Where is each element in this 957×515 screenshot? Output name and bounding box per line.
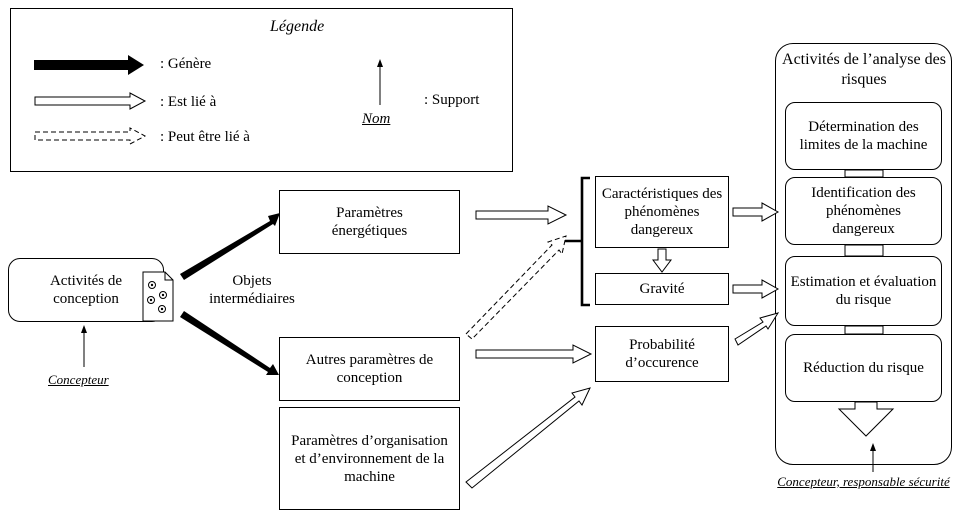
legend-peut-etre-lie-arrow bbox=[34, 127, 147, 145]
concepteur-label: Concepteur bbox=[48, 372, 109, 387]
probabilite-label: Probabilité d’occurence bbox=[625, 337, 699, 371]
genere-arrow-autres bbox=[180, 311, 279, 375]
reduction-label: Réduction du risque bbox=[803, 360, 924, 376]
genere-arrow-energetiques bbox=[180, 213, 280, 280]
caracteristiques-box: Caractéristiques des phénomènes dangereu… bbox=[595, 176, 729, 248]
lie-arrow-estimation-probabilite bbox=[734, 312, 780, 346]
objets-document-icon bbox=[142, 271, 174, 322]
determination-label: Détermination des limites de la machine bbox=[799, 119, 928, 153]
connector-determination-identification bbox=[844, 169, 884, 178]
group-bracket bbox=[565, 176, 590, 307]
legend-genere-label: : Génère bbox=[160, 56, 212, 72]
connector-identification-estimation bbox=[844, 244, 884, 257]
legend-box bbox=[10, 8, 513, 172]
lie-arrow-identification bbox=[732, 202, 780, 222]
peut-lie-arrow-autres bbox=[465, 235, 567, 340]
legend-genere-arrow bbox=[34, 55, 144, 75]
reduction-down-arrow bbox=[837, 401, 895, 437]
connector-estimation-reduction bbox=[844, 325, 884, 335]
reduction-box: Réduction du risque bbox=[785, 334, 942, 402]
caracteristiques-label: Caractéristiques des phénomènes dangereu… bbox=[601, 186, 723, 238]
activites-conception-label: Activités de conception bbox=[49, 273, 123, 307]
legend-peut-etre-lie-label: : Peut être lié à bbox=[160, 129, 250, 145]
lie-arrow-organisation bbox=[465, 387, 591, 489]
lie-arrow-gravite bbox=[652, 248, 672, 273]
legend-nom-label: Nom bbox=[362, 111, 391, 127]
estimation-box: Estimation et évaluation du risque bbox=[785, 256, 942, 326]
probabilite-box: Probabilité d’occurence bbox=[595, 326, 729, 382]
lie-arrow-energetiques bbox=[475, 205, 568, 225]
legend-est-lie-arrow bbox=[34, 92, 147, 110]
objets-intermediaires-label: Objets intermédiaires bbox=[209, 273, 295, 307]
identification-label: Identification des phénomènes dangereux bbox=[811, 185, 916, 237]
activites-conception-box: Activités de conception bbox=[8, 258, 164, 322]
autres-parametres-box: Autres paramètres de conception bbox=[279, 337, 460, 401]
gravite-label: Gravité bbox=[639, 281, 685, 297]
analyse-risques-title: Activités de l’analyse des risques bbox=[782, 51, 946, 88]
parametres-energetiques-box: Paramètres énergétiques bbox=[279, 190, 460, 254]
gravite-box: Gravité bbox=[595, 273, 729, 305]
identification-box: Identification des phénomènes dangereux bbox=[785, 177, 942, 245]
lie-arrow-autres bbox=[475, 344, 593, 364]
autres-parametres-label: Autres paramètres de conception bbox=[305, 352, 434, 386]
legend-est-lie-label: : Est lié à bbox=[160, 94, 217, 110]
lie-arrow-estimation-gravite bbox=[732, 279, 780, 299]
parametres-organisation-box: Paramètres d’organisation et d’environne… bbox=[279, 407, 460, 510]
estimation-label: Estimation et évaluation du risque bbox=[790, 274, 937, 308]
parametres-energetiques-label: Paramètres énergétiques bbox=[331, 205, 408, 239]
parametres-organisation-label: Paramètres d’organisation et d’environne… bbox=[291, 432, 448, 485]
analyse-support-label: Concepteur, responsable sécurité bbox=[777, 474, 950, 489]
determination-box: Détermination des limites de la machine bbox=[785, 102, 942, 170]
legend-support-label: : Support bbox=[424, 92, 480, 108]
legend-title: Légende bbox=[270, 18, 325, 35]
